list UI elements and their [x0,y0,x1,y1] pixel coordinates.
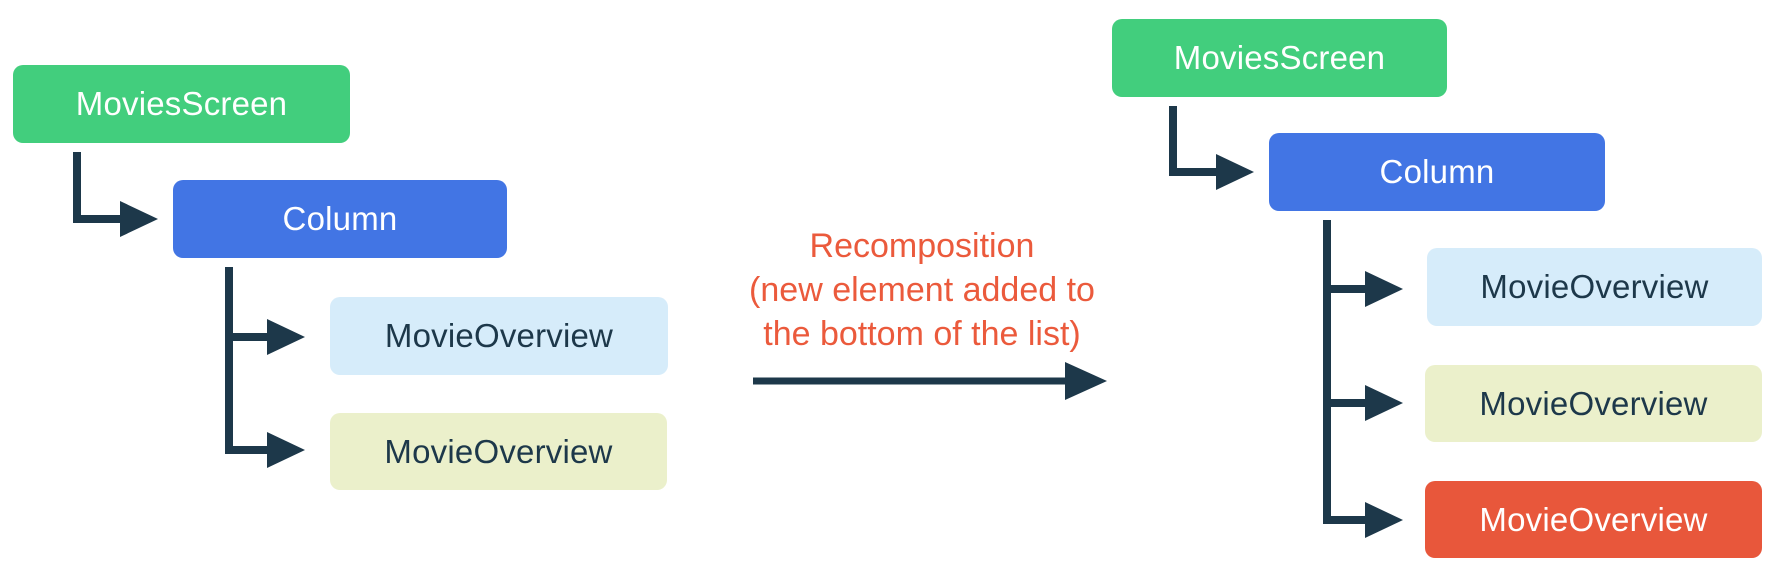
right-branch-3-arrowhead-icon [1365,502,1403,538]
right-column-trunk-connector [1323,220,1365,524]
left-root-arrowhead-icon [120,201,158,237]
annotation-line-3: the bottom of the list) [763,315,1081,353]
right-tree-root-node: MoviesScreen [1112,19,1447,97]
right-root-elbow-connector [1169,106,1216,176]
right-tree-column-node: Column [1269,133,1605,211]
left-tree-child-1-node: MovieOverview [330,297,668,375]
left-column-trunk-connector [225,267,267,454]
right-tree-child-1-node: MovieOverview [1427,248,1762,326]
right-branch-1-arrowhead-icon [1365,271,1403,307]
right-branch-2-arrowhead-icon [1365,385,1403,421]
recomposition-arrowhead-icon [1065,362,1107,400]
right-tree-child-3-node: MovieOverview [1425,481,1762,558]
right-root-arrowhead-icon [1216,154,1254,190]
left-tree-child-2-node: MovieOverview [330,413,667,490]
left-root-elbow-connector [73,152,120,223]
recomposition-annotation: Recomposition (new element added to the … [702,224,1142,356]
left-tree-root-node: MoviesScreen [13,65,350,143]
left-branch-2-arrowhead-icon [267,432,305,468]
right-tree-child-2-node: MovieOverview [1425,365,1762,442]
annotation-line-2: (new element added to [749,271,1095,309]
left-branch-1-arrowhead-icon [267,319,305,355]
left-tree-column-node: Column [173,180,507,258]
annotation-line-1: Recomposition [809,227,1035,265]
